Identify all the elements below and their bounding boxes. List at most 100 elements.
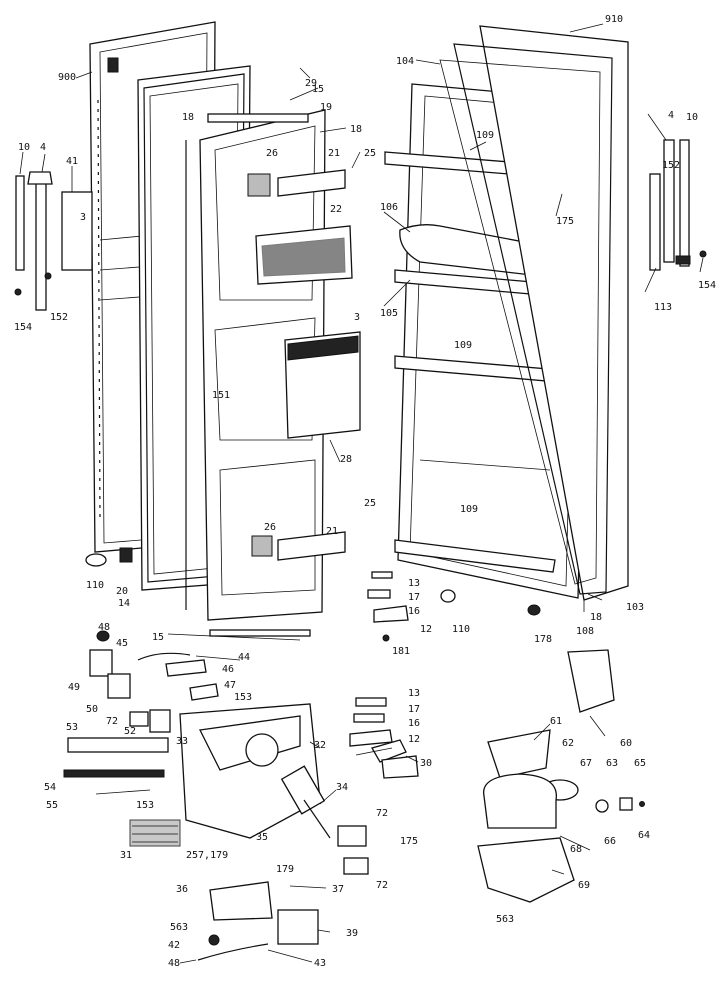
callout-22: 22 [330,204,342,215]
callout-54: 54 [44,782,56,793]
callout-50: 50 [86,704,98,715]
dispenser-housing-32 [179,703,331,839]
callout-110: 110 [86,580,104,591]
ice-maker-parts [477,649,645,903]
callout-152: 152 [662,160,680,171]
callout-36: 36 [176,884,188,895]
callout-60: 60 [620,738,632,749]
callout-41: 41 [66,156,78,167]
callout-48: 48 [98,622,110,633]
left-handle-assembly [14,171,93,311]
callout-18: 18 [590,612,602,623]
callout-178: 178 [534,634,552,645]
callout-10: 10 [686,112,698,123]
callout-25: 25 [364,148,376,159]
callout-64: 64 [638,830,650,841]
callout-104: 104 [396,56,414,67]
callout-66: 66 [604,836,616,847]
callout-63: 63 [606,758,618,769]
callout-18: 18 [350,124,362,135]
callout-4: 4 [40,142,46,153]
center-small-parts [197,697,419,961]
callout-61: 61 [550,716,562,727]
callout-13: 13 [408,578,420,589]
rear-door-panel-910 [439,25,629,601]
callout-33: 33 [176,736,188,747]
callout-48: 48 [168,958,180,969]
callout-21: 21 [326,526,338,537]
callout-25: 25 [364,498,376,509]
callout-175: 175 [556,216,574,227]
callout-labels: 910 104 900 29 15 19 18 18 26 21 25 22 1… [14,14,716,969]
callout-21: 21 [328,148,340,159]
callout-151: 151 [212,390,230,401]
callout-105: 105 [380,308,398,319]
callout-69: 69 [578,880,590,891]
callout-52: 52 [124,726,136,737]
callout-4: 4 [668,110,674,121]
callout-34: 34 [336,782,348,793]
callout-32: 32 [314,740,326,751]
callout-15: 15 [312,84,324,95]
callout-106: 106 [380,202,398,213]
callout-44: 44 [238,652,250,663]
callout-108: 108 [576,626,594,637]
callout-55: 55 [46,800,58,811]
callout-153: 153 [234,692,252,703]
callout-109: 109 [476,130,494,141]
callout-39: 39 [346,928,358,939]
callout-30: 30 [420,758,432,769]
callout-37: 37 [332,884,344,895]
callout-42: 42 [168,940,180,951]
callout-46: 46 [222,664,234,675]
callout-563: 563 [170,922,188,933]
callout-26: 26 [266,148,278,159]
callout-257-179: 257,179 [186,850,228,861]
callout-62: 62 [562,738,574,749]
callout-65: 65 [634,758,646,769]
callout-14: 14 [118,598,130,609]
hinge-parts-cluster [85,547,541,642]
callout-29: 29 [305,78,317,89]
callout-43: 43 [314,958,326,969]
callout-3: 3 [80,212,86,223]
callout-16: 16 [408,718,420,729]
callout-68: 68 [570,844,582,855]
callout-31: 31 [120,850,132,861]
callout-154: 154 [698,280,716,291]
callout-13: 13 [408,688,420,699]
dispenser-parts-left [63,630,219,847]
callout-154: 154 [14,322,32,333]
callout-leader-lines [19,23,704,964]
callout-103: 103 [626,602,644,613]
callout-113: 113 [654,302,672,313]
callout-19: 19 [320,102,332,113]
callout-181: 181 [392,646,410,657]
callout-910: 910 [605,14,623,25]
callout-67: 67 [580,758,592,769]
callout-109: 109 [454,340,472,351]
callout-49: 49 [68,682,80,693]
callout-72: 72 [376,880,388,891]
callout-17: 17 [408,592,420,603]
callout-45: 45 [116,638,128,649]
callout-179: 179 [276,864,294,875]
callout-153: 153 [136,800,154,811]
callout-28: 28 [340,454,352,465]
callout-109: 109 [460,504,478,515]
callout-16: 16 [408,606,420,617]
callout-17: 17 [408,704,420,715]
callout-20: 20 [116,586,128,597]
door-liner-assembly [199,109,361,637]
callout-15: 15 [152,632,164,643]
callout-563: 563 [496,914,514,925]
callout-110: 110 [452,624,470,635]
callout-3: 3 [354,312,360,323]
callout-152: 152 [50,312,68,323]
callout-53: 53 [66,722,78,733]
callout-10: 10 [18,142,30,153]
callout-900: 900 [58,72,76,83]
callout-35: 35 [256,832,268,843]
